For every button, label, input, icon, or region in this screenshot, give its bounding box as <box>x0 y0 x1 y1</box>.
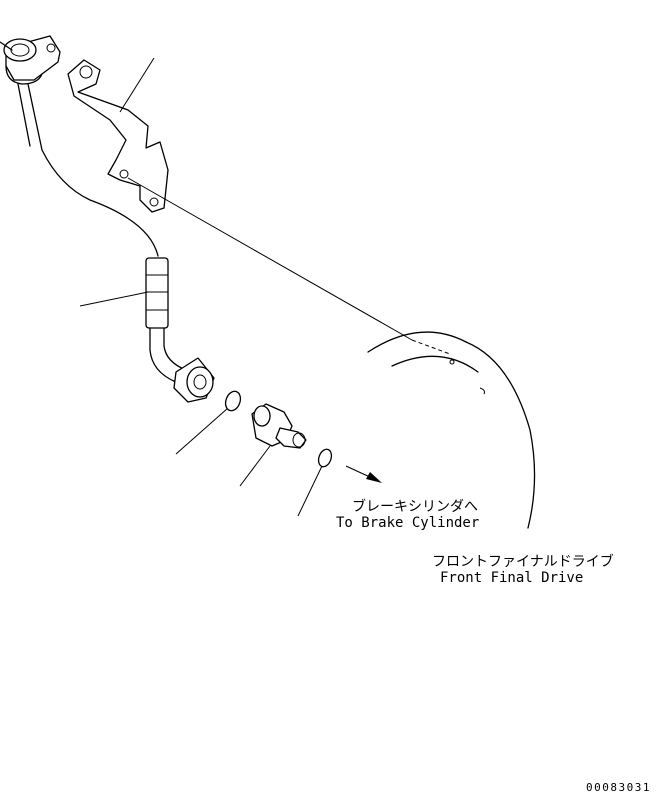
label-final-drive-en: Front Final Drive <box>440 570 583 586</box>
brake-hose <box>17 83 215 403</box>
o-ring-1 <box>224 390 242 412</box>
leader-bracket <box>119 57 155 113</box>
leader-hose <box>79 291 149 307</box>
o-ring-2 <box>317 448 333 468</box>
final-drive-housing <box>367 331 536 529</box>
drawing-number: 00083031 <box>586 781 651 792</box>
leader-oring-2 <box>297 465 323 517</box>
label-brake-jp: ブレーキシリンダへ <box>352 498 478 515</box>
bracket <box>67 59 169 213</box>
hose-clamp <box>0 35 61 85</box>
arrow-to-brake-cylinder <box>345 465 382 483</box>
leader-oring-1 <box>175 407 229 455</box>
label-final-drive-jp: フロントファイナルドライブ <box>432 553 614 570</box>
label-brake-en: To Brake Cylinder <box>336 515 479 531</box>
leader-long <box>127 177 413 341</box>
leader-connector <box>239 445 271 487</box>
leader-long-dashed <box>411 339 451 355</box>
hose-nut <box>173 357 215 403</box>
connector <box>251 403 307 449</box>
